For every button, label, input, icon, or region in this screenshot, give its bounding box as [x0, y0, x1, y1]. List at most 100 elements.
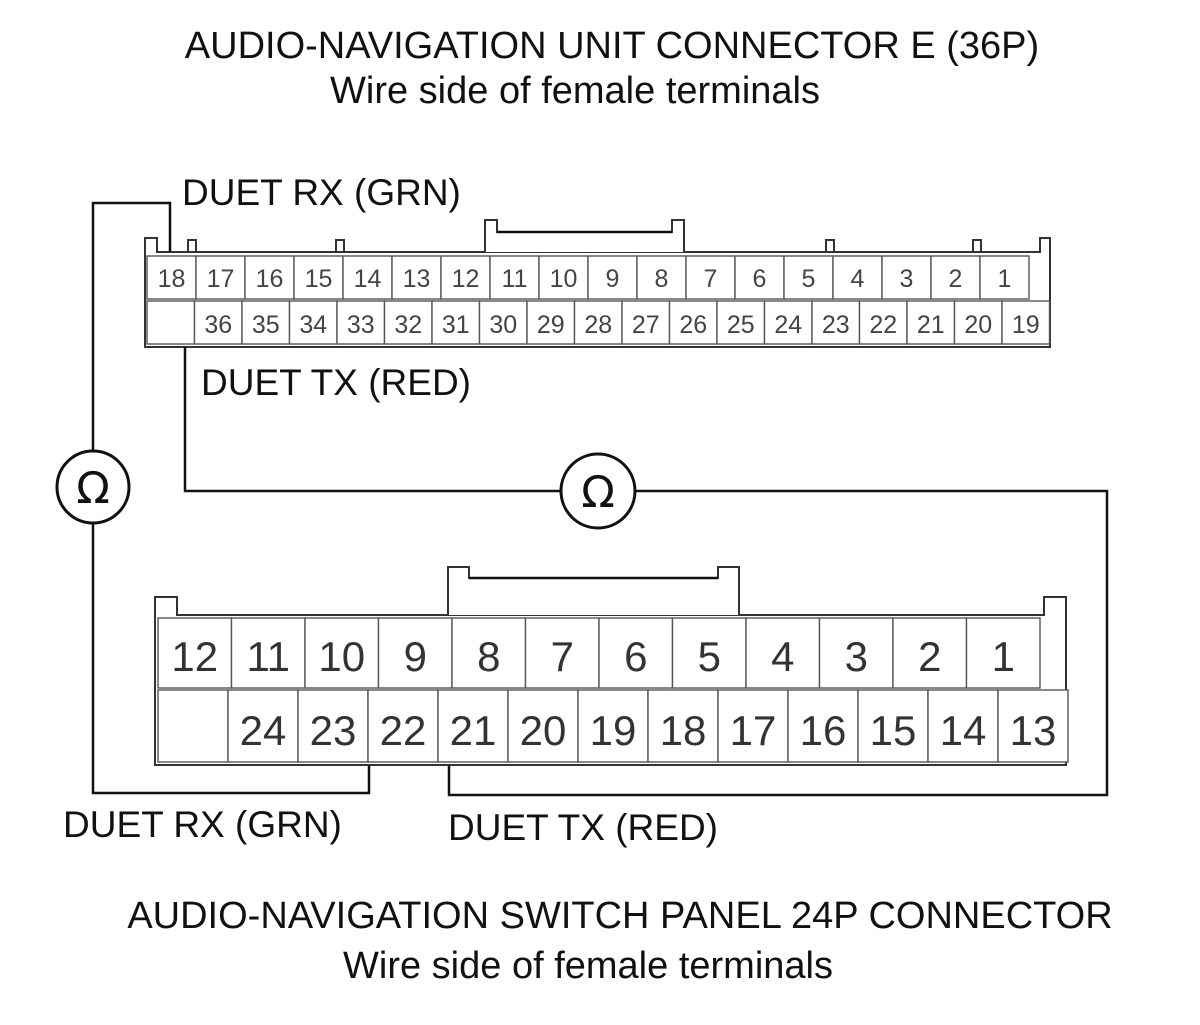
pin-number: 10 [318, 633, 365, 680]
pin-number: 5 [698, 633, 721, 680]
unit-pin-6: 6 [734, 255, 785, 300]
tx-wire-left [183, 347, 560, 493]
unit-pin-11: 11 [489, 255, 540, 300]
panel-rx-label: DUET RX (GRN) [63, 804, 342, 845]
unit-pin-17: 17 [195, 255, 246, 300]
pin-number: 18 [660, 707, 707, 754]
unit-pin-7: 7 [685, 255, 736, 300]
panel-pin-5: 5 [671, 617, 747, 689]
unit-pin-5: 5 [783, 255, 834, 300]
unit-pin-18: 18 [146, 255, 197, 300]
pin-number: 4 [771, 633, 794, 680]
pin-number: 30 [489, 311, 517, 339]
panel-pin-1: 1 [965, 617, 1041, 689]
unit-pin-blank [146, 300, 196, 345]
panel-pin-blank [157, 689, 229, 763]
right-ohm-symbol: Ω [581, 467, 615, 518]
panel-pin-12: 12 [157, 617, 233, 689]
pin-number: 32 [394, 311, 422, 339]
unit-pin-22: 22 [858, 300, 908, 345]
panel-pin-17: 17 [717, 689, 789, 763]
unit-pin-4: 4 [832, 255, 883, 300]
unit-pin-9: 9 [587, 255, 638, 300]
pin-number: 21 [450, 707, 497, 754]
right-ohmmeter: Ω [559, 452, 637, 530]
pin-number: 13 [1010, 707, 1057, 754]
pin-number: 1 [992, 633, 1015, 680]
unit-connector-subtitle: Wire side of female terminals [330, 70, 820, 112]
pin-number: 33 [347, 311, 375, 339]
pin-number: 22 [380, 707, 427, 754]
pin-number: 15 [870, 707, 917, 754]
panel-pin-8: 8 [451, 617, 527, 689]
panel-pin-11: 11 [230, 617, 306, 689]
unit-pin-23: 23 [811, 300, 861, 345]
unit-pin-8: 8 [636, 255, 687, 300]
left-ohmmeter: Ω [55, 449, 131, 525]
panel-pin-2: 2 [892, 617, 968, 689]
panel-pin-19: 19 [577, 689, 649, 763]
pin-number: 8 [655, 265, 669, 293]
unit-pin-24: 24 [763, 300, 813, 345]
pin-number: 5 [802, 265, 816, 293]
panel-pin-4: 4 [745, 617, 821, 689]
unit-connector-title: AUDIO-NAVIGATION UNIT CONNECTOR E (36P) [185, 25, 1039, 67]
pin-number: 31 [442, 311, 470, 339]
rx-wire-lower [91, 523, 371, 795]
panel-pin-10: 10 [304, 617, 380, 689]
unit-pin-10: 10 [538, 255, 589, 300]
unit-pin-30: 30 [478, 300, 528, 345]
pin-number: 23 [822, 311, 850, 339]
unit-pin-34: 34 [288, 300, 338, 345]
tx-wire-right [447, 489, 1109, 797]
pin-number: 19 [590, 707, 637, 754]
pin-number: 25 [727, 311, 755, 339]
unit-pin-29: 29 [526, 300, 576, 345]
pin-number: 1 [998, 265, 1012, 293]
pin-number: 11 [502, 265, 528, 293]
unit-pin-19: 19 [1001, 300, 1051, 345]
panel-pin-14: 14 [927, 689, 999, 763]
unit-tx-label: DUET TX (RED) [201, 362, 471, 403]
pin-number: 3 [900, 265, 914, 293]
panel-pin-20: 20 [507, 689, 579, 763]
unit-pin-14: 14 [342, 255, 393, 300]
unit-pin-35: 35 [241, 300, 291, 345]
pin-number: 36 [204, 311, 232, 339]
panel-pin-15: 15 [857, 689, 929, 763]
pin-number: 9 [606, 265, 620, 293]
unit-pin-20: 20 [953, 300, 1003, 345]
pin-number: 27 [632, 311, 660, 339]
pin-number: 29 [537, 311, 565, 339]
unit-pin-1: 1 [979, 255, 1030, 300]
unit-pin-32: 32 [383, 300, 433, 345]
unit-pin-28: 28 [573, 300, 623, 345]
panel-pin-6: 6 [598, 617, 674, 689]
panel-connector-title: AUDIO-NAVIGATION SWITCH PANEL 24P CONNEC… [127, 895, 1112, 937]
pin-number: 7 [551, 633, 574, 680]
panel-pin-22: 22 [367, 689, 439, 763]
pin-number: 34 [299, 311, 327, 339]
panel-tx-label: DUET TX (RED) [448, 807, 718, 848]
unit-pin-16: 16 [244, 255, 295, 300]
pin-number: 16 [800, 707, 847, 754]
pin-number: 8 [477, 633, 500, 680]
panel-pin-24: 24 [227, 689, 299, 763]
pin-number: 6 [753, 265, 767, 293]
pin-number: 24 [240, 707, 287, 754]
pin-number: 14 [354, 265, 382, 293]
panel-pin-21: 21 [437, 689, 509, 763]
pin-number: 17 [207, 265, 235, 293]
panel-pin-16: 16 [787, 689, 859, 763]
pin-number: 4 [851, 265, 865, 293]
pin-number: 2 [918, 633, 941, 680]
pin-number: 12 [452, 265, 480, 293]
pin-number: 35 [252, 311, 280, 339]
pin-number: 20 [520, 707, 567, 754]
